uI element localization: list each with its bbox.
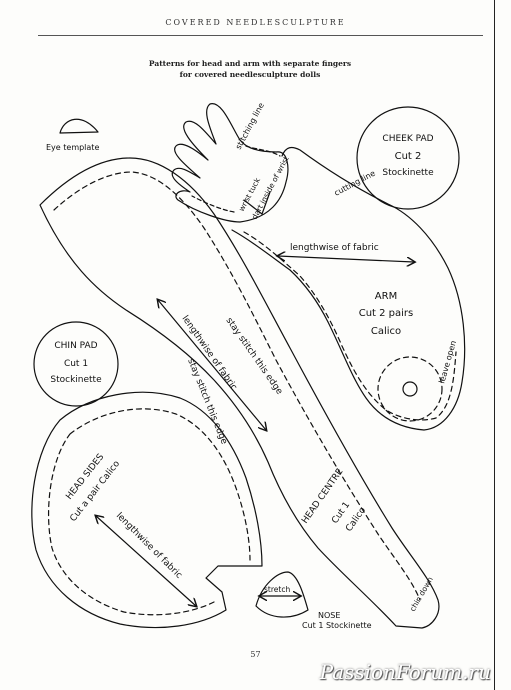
chin-pad-title: CHIN PAD — [54, 341, 97, 351]
figure-caption: Patterns for head and arm with separate … — [100, 58, 400, 80]
stitching-line-label: stitching line — [234, 101, 266, 151]
chin-down-label: chin down — [408, 575, 435, 613]
nose-cut: Cut 1 Stockinette — [302, 621, 372, 630]
eye-template-label: Eye template — [46, 143, 99, 152]
arm-joint-guide — [377, 356, 443, 422]
nose-outline — [255, 571, 309, 618]
arm-joint-circle — [402, 381, 418, 397]
caption-line-1: Patterns for head and arm with separate … — [148, 59, 352, 68]
chin-pad-fabric: Stockinette — [50, 375, 102, 385]
head-centre-outline — [39, 157, 440, 629]
arm-fabric: Calico — [371, 326, 401, 337]
caption-line-2: for covered needlesculpture dolls — [179, 70, 321, 79]
arm-stitching-line — [243, 231, 457, 421]
sides-lengthwise-label: lengthwise of fabric — [114, 511, 184, 581]
header-rule — [38, 35, 483, 36]
cheek-pad-title: CHEEK PAD — [382, 134, 433, 144]
nose-title: NOSE — [318, 611, 340, 620]
cutting-line-label: cutting line — [333, 169, 377, 198]
arm-cut: Cut 2 pairs — [359, 308, 414, 319]
chin-pad-circle — [33, 321, 119, 407]
cheek-pad-fabric: Stockinette — [382, 168, 434, 178]
arm-lengthwise-arrow — [278, 256, 414, 262]
page-edge-line — [494, 0, 495, 690]
chin-pad-cut: Cut 1 — [64, 359, 88, 369]
watermark: PassionForum.ru — [319, 660, 491, 684]
head-sides-outline — [31, 391, 263, 629]
page-number: 57 — [250, 650, 261, 659]
arm-title: ARM — [375, 291, 397, 302]
eye-template-shape — [59, 118, 99, 134]
cheek-pad-circle — [356, 106, 460, 210]
sides-lengthwise-arrow — [96, 516, 196, 606]
arm-lengthwise-label: lengthwise of fabric — [290, 243, 379, 253]
head-sides-stitching-line — [48, 408, 251, 616]
centre-lengthwise-arrow — [158, 300, 266, 430]
arm-outline — [231, 146, 466, 431]
wrist-dart — [243, 191, 271, 215]
hand-outline — [171, 103, 289, 223]
running-head: Covered Needlesculpture — [165, 18, 346, 27]
stretch-label: stretch — [264, 585, 290, 594]
cheek-pad-cut: Cut 2 — [395, 151, 422, 162]
hand-stitching-line — [191, 145, 281, 213]
